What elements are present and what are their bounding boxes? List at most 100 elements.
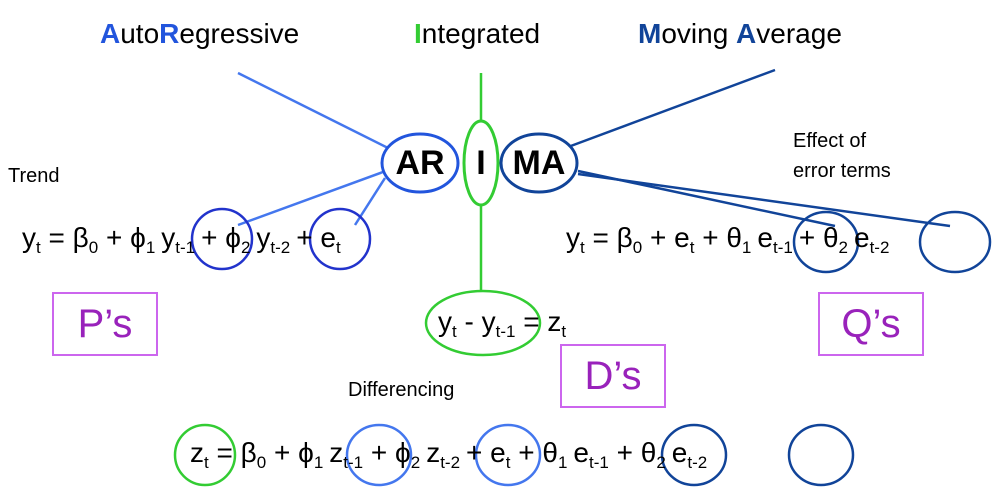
heading-moving-average: Moving Average xyxy=(638,18,842,50)
heading-ar-text2: egressive xyxy=(179,18,300,49)
ar-eq-phi2: + ϕ xyxy=(201,222,241,253)
full-eq-zt2: z xyxy=(426,437,441,468)
full-eq-zt2-sub: t-2 xyxy=(440,453,461,472)
full-eq-phi1-sub: 1 xyxy=(313,453,324,472)
caption-effect-line1: Effect of xyxy=(793,130,867,152)
ma-eq-lhs: y xyxy=(566,222,580,253)
caption-effect-line2: error terms xyxy=(793,160,891,182)
caption-trend: Trend xyxy=(8,165,60,187)
heading-ma-text2: verage xyxy=(756,18,842,49)
ma-eq-beta-sub: 0 xyxy=(632,238,643,257)
diff-eq-yt: y xyxy=(438,306,452,337)
ma-eq-theta2: + θ xyxy=(798,222,839,253)
full-eq-et1: e xyxy=(573,437,589,468)
ma-eq-term1-sub: t-1 xyxy=(772,238,793,257)
ma-eq-beta: = β xyxy=(584,222,633,253)
diff-eq-yt-sub: t xyxy=(452,322,457,341)
ma-ellipse xyxy=(499,132,579,194)
ar-heading-connector xyxy=(237,71,393,152)
full-eq-theta2: + θ xyxy=(608,437,657,468)
ma-eq-lhs-sub: t xyxy=(580,238,585,257)
diff-circle xyxy=(424,289,542,357)
full-eq-beta: = β xyxy=(208,437,257,468)
ma-to-et2-connector xyxy=(577,172,951,228)
ar-eq-phi1-sub: 1 xyxy=(145,238,156,257)
heading-ma-text1: oving xyxy=(661,18,737,49)
ar-eq-term1-sub: t-1 xyxy=(175,238,196,257)
heading-ma-initial-a: A xyxy=(736,18,757,49)
acronym-ma: MA xyxy=(512,143,566,182)
full-eq-zt1: z xyxy=(329,437,344,468)
ar-eq-phi1: + ϕ xyxy=(98,222,146,253)
full-eq-phi2: + ϕ xyxy=(363,437,411,468)
zt2-circle xyxy=(474,423,542,487)
full-eq-beta-sub: 0 xyxy=(256,453,267,472)
heading-ar-text1: uto xyxy=(120,18,160,49)
heading-i-initial: I xyxy=(414,18,422,49)
yt1-circle xyxy=(190,207,254,271)
ma-eq-theta1-sub: 1 xyxy=(741,238,752,257)
zt-circle xyxy=(173,423,237,487)
ar-to-yt2-connector xyxy=(353,177,387,226)
heading-integrated: Integrated xyxy=(414,18,540,50)
et2-circle xyxy=(918,210,992,274)
box-q: Q’s xyxy=(818,292,924,356)
full-eq-error: + e xyxy=(466,437,506,468)
ar-eq-lhs-sub: t xyxy=(36,238,41,257)
ar-eq-lhs: y xyxy=(22,222,36,253)
heading-autoregressive: AutoRegressive xyxy=(100,18,299,50)
full-eq-z: z xyxy=(190,437,204,468)
full-eq-z-sub: t xyxy=(204,453,209,472)
ar-eq-phi2-sub: 2 xyxy=(240,238,251,257)
caption-differencing: Differencing xyxy=(348,379,455,401)
ar-ellipse xyxy=(380,132,460,194)
diff-equation: yt - yt-1 = zt xyxy=(438,306,567,341)
box-d: D’s xyxy=(560,344,666,408)
ma-eq-term2-sub: t-2 xyxy=(869,238,890,257)
full-eq-theta1-sub: 1 xyxy=(557,453,568,472)
full-eq-et2-sub: t-2 xyxy=(687,453,708,472)
et1b-circle xyxy=(660,423,728,487)
ar-eq-beta-sub: 0 xyxy=(88,238,99,257)
full-eq-phi2-sub: 2 xyxy=(410,453,421,472)
yt2-circle xyxy=(308,207,372,271)
ar-to-yt1-connector xyxy=(237,170,384,227)
heading-ma-initial-m: M xyxy=(638,18,662,49)
diff-eq-zt-sub: t xyxy=(561,322,567,341)
box-p: P’s xyxy=(52,292,158,356)
ar-eq-beta: = β xyxy=(40,222,89,253)
acronym-i: I xyxy=(476,143,486,182)
heading-ar-initial-a: A xyxy=(100,18,121,49)
i-ellipse xyxy=(462,119,500,207)
heading-i-text: ntegrated xyxy=(421,18,541,49)
ma-heading-connector xyxy=(559,68,776,152)
full-eq-theta1: + θ xyxy=(510,437,558,468)
acronym-ar: AR xyxy=(395,143,445,182)
full-eq-theta2-sub: 2 xyxy=(656,453,666,472)
zt1-circle xyxy=(345,423,413,487)
full-eq-et2: e xyxy=(671,437,688,468)
ar-eq-error: + e xyxy=(296,222,336,253)
heading-ar-initial-r: R xyxy=(159,18,180,49)
full-eq-zt1-sub: t-1 xyxy=(343,453,364,472)
diff-eq-zt: = z xyxy=(515,306,562,337)
full-eq-phi1: + ϕ xyxy=(266,437,314,468)
ma-eq-term1: e xyxy=(757,222,773,253)
ma-eq-error-sub: t xyxy=(689,238,695,257)
et2b-circle xyxy=(787,423,855,487)
ma-eq-error: + e xyxy=(642,222,690,253)
et1-circle xyxy=(792,210,860,274)
ar-eq-term2: y xyxy=(256,222,271,253)
diff-eq-minus: - y xyxy=(456,306,496,337)
diff-eq-yt1-sub: t-1 xyxy=(495,322,516,341)
full-eq-et1-sub: t-1 xyxy=(589,453,609,472)
ma-eq-theta2-sub: 2 xyxy=(838,238,848,257)
ma-eq-term2: e xyxy=(853,222,870,253)
ar-eq-term2-sub: t-2 xyxy=(270,238,291,257)
full-eq-error-sub: t xyxy=(505,453,511,472)
ar-eq-term1: y xyxy=(161,222,176,253)
